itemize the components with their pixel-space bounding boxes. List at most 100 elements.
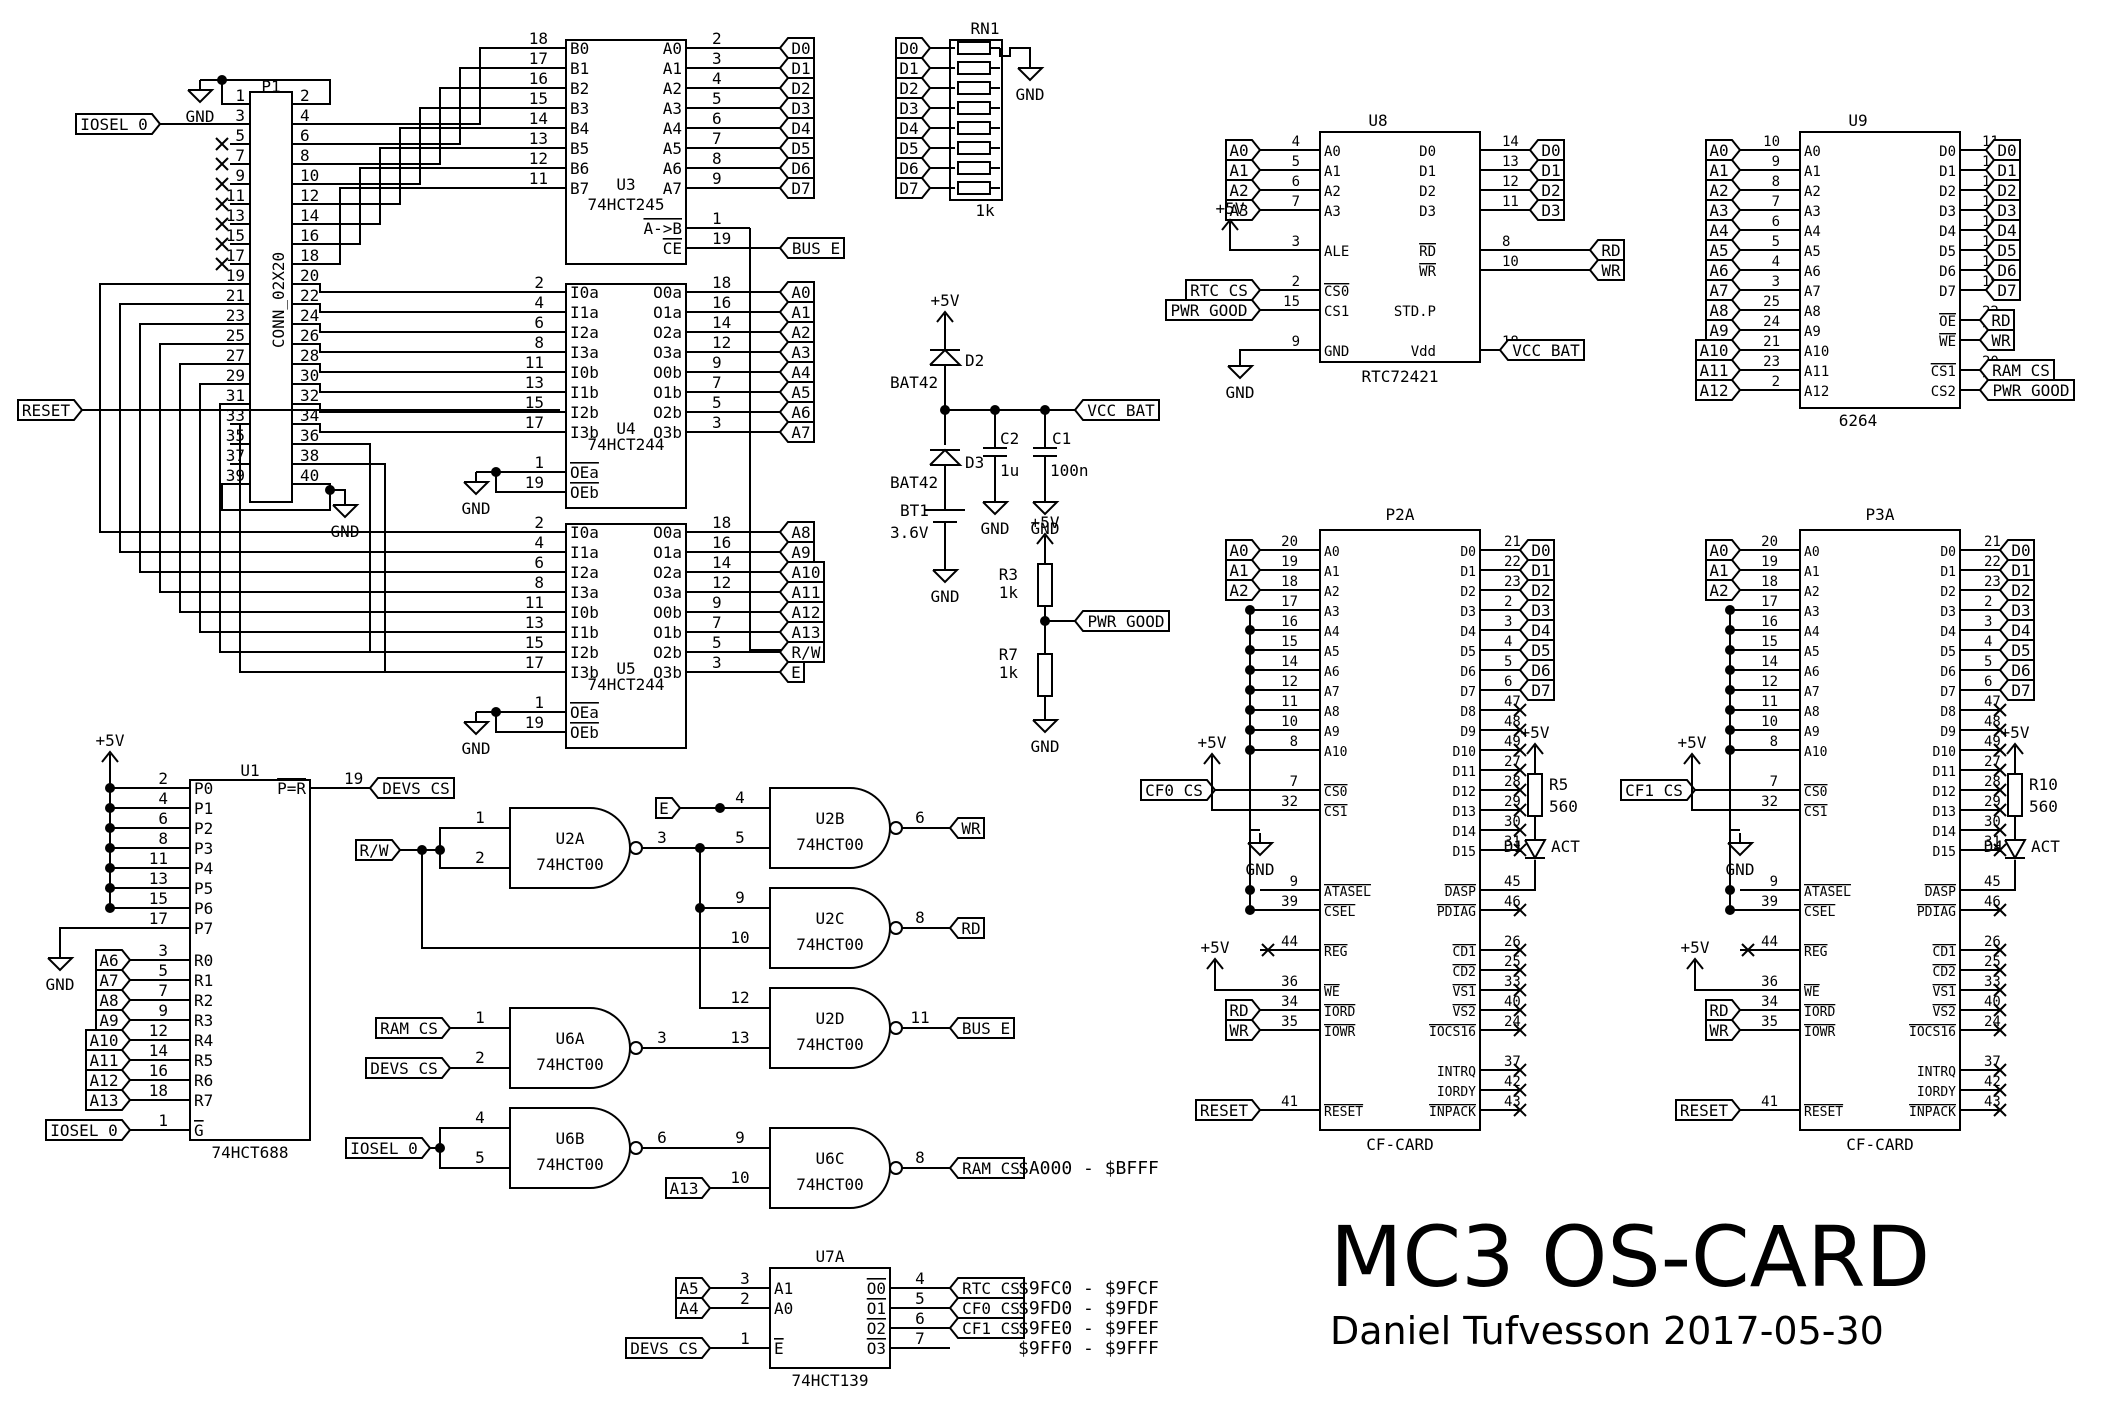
net-label-vcc-bat	[1498, 339, 1585, 361]
cf-pin-name: IOWR	[1324, 1025, 1355, 1040]
cf-pin-name: CSEL	[1324, 905, 1355, 920]
pin-number: 38	[300, 446, 319, 465]
cf-pin-number: 9	[1770, 874, 1778, 890]
wire	[312, 47, 546, 125]
wire	[1960, 860, 2016, 891]
u5-pin-name: O0b	[653, 603, 682, 622]
net-label-data-text: D1	[899, 59, 918, 78]
cf-pin-name: INTRQ	[1437, 1065, 1476, 1080]
cf-pin-name: D8	[1940, 705, 1956, 720]
wire	[312, 343, 546, 353]
wire	[230, 423, 546, 673]
u1-value: 74HCT688	[211, 1143, 288, 1162]
cf-pin-name: D5	[1460, 645, 1476, 660]
ground-symbol	[1032, 719, 1060, 734]
u8-pin-number: 9	[1292, 334, 1300, 350]
cf-pin-name: D10	[1933, 745, 1956, 760]
u1-pin-number: 4	[158, 789, 168, 808]
wire	[1694, 975, 1740, 991]
net-label-address	[778, 341, 815, 363]
net-label-address	[778, 581, 825, 603]
gate-u2a-ref: U2A	[556, 829, 585, 848]
diode-d3	[929, 448, 963, 466]
u5-pin-name: O0a	[653, 523, 682, 542]
led-value: ACT	[1551, 837, 1580, 856]
u4-pin-name: OEa	[570, 463, 599, 482]
cf-pin-name: A10	[1324, 745, 1347, 760]
net-label-address-text: A2	[1229, 181, 1248, 200]
net-label-address-text: A4	[1709, 221, 1728, 240]
no-connect-mark	[1993, 983, 2007, 997]
u9-pin-number: 4	[1772, 254, 1780, 270]
power-symbol	[1036, 532, 1054, 545]
net-label-data	[1528, 179, 1565, 201]
u7a-pin-name: O1	[867, 1299, 886, 1318]
pin-number: 21	[226, 286, 245, 305]
net-label-data	[1528, 199, 1565, 221]
net-label-address-text: A10	[90, 1031, 119, 1050]
net-label-address	[1705, 539, 1742, 561]
u3-pin-number: 11	[529, 169, 548, 188]
net-label-data	[778, 97, 815, 119]
pin-number: 1	[235, 86, 245, 105]
u4-pin-name: I1a	[570, 303, 599, 322]
net-label-data	[1518, 599, 1555, 621]
gate-u6c-bubble	[889, 1161, 903, 1175]
u4-pin-name: I3b	[570, 423, 599, 442]
gate-u2b-body	[769, 787, 891, 869]
u4-pin-number: 13	[525, 373, 544, 392]
net-label-address-text: A10	[792, 563, 821, 582]
no-connect-mark	[1513, 783, 1527, 797]
ground-label: GND	[1016, 85, 1045, 104]
u5-pin-name: I0a	[570, 523, 599, 542]
net-label-data-text: D3	[899, 99, 918, 118]
net-label-rd	[1978, 309, 2015, 331]
u9-pin-name: OE	[1939, 314, 1956, 330]
net-label-vcc-bat-text: VCC_BAT	[1087, 401, 1155, 420]
cf-pin-number: 22	[1504, 554, 1521, 570]
cf-pin-name: A10	[1804, 745, 1827, 760]
cf-pin-number: 45	[1504, 874, 1521, 890]
power-label: +5V	[1521, 723, 1550, 742]
pin-number: 29	[226, 366, 245, 385]
wire	[312, 323, 546, 333]
pin-number: 15	[226, 226, 245, 245]
u3-value: 74HCT245	[587, 195, 664, 214]
no-connect-mark	[1513, 703, 1527, 717]
cf-pin-number: 4	[1504, 634, 1512, 650]
no-connect-mark	[1513, 843, 1527, 857]
net-label-rd	[1588, 239, 1625, 261]
u9-pin-name: A0	[1804, 144, 1821, 160]
cf-pin-number: 20	[1281, 534, 1298, 550]
gate-u2c-ref: U2C	[816, 909, 845, 928]
wire	[1229, 236, 1260, 251]
cf-pin-number: 12	[1281, 674, 1298, 690]
battery-bt1-ref: BT1	[900, 501, 929, 520]
cf-pin-name: D9	[1460, 725, 1476, 740]
diode-d2	[929, 348, 963, 366]
cf-pin-name: CSEL	[1804, 905, 1835, 920]
cf-pin-number: 45	[1984, 874, 2001, 890]
net-label-address-text: A2	[1709, 181, 1728, 200]
u1-pin-name: G	[194, 1121, 204, 1140]
u5-pin-number: 18	[712, 513, 731, 532]
net-label-address-text: A6	[99, 951, 118, 970]
diode-d2-value: BAT42	[890, 373, 938, 392]
u9-pin-number: 25	[1763, 294, 1780, 310]
u5-pin-name: I0b	[570, 603, 599, 622]
u4-pin-number: 3	[712, 413, 722, 432]
net-label-cs-text: CF0_CS	[1145, 781, 1203, 800]
net-label-address	[778, 641, 825, 663]
net-label-address-text: A11	[792, 583, 821, 602]
u4-pin-number: 9	[712, 353, 722, 372]
power-label: +5V	[931, 291, 960, 310]
net-label-address	[95, 949, 132, 971]
led-ref: D4	[1984, 837, 2003, 856]
net-label-address	[675, 1297, 712, 1319]
cf-pin-number: 10	[1281, 714, 1298, 730]
net-label-pwr-good-text: PWR_GOOD	[1087, 612, 1164, 631]
pin-number: 10	[730, 928, 749, 947]
u9-pin-name: A9	[1804, 324, 1821, 340]
cf-pin-name: ATASEL	[1804, 885, 1851, 900]
u4-pin-name: O0b	[653, 363, 682, 382]
